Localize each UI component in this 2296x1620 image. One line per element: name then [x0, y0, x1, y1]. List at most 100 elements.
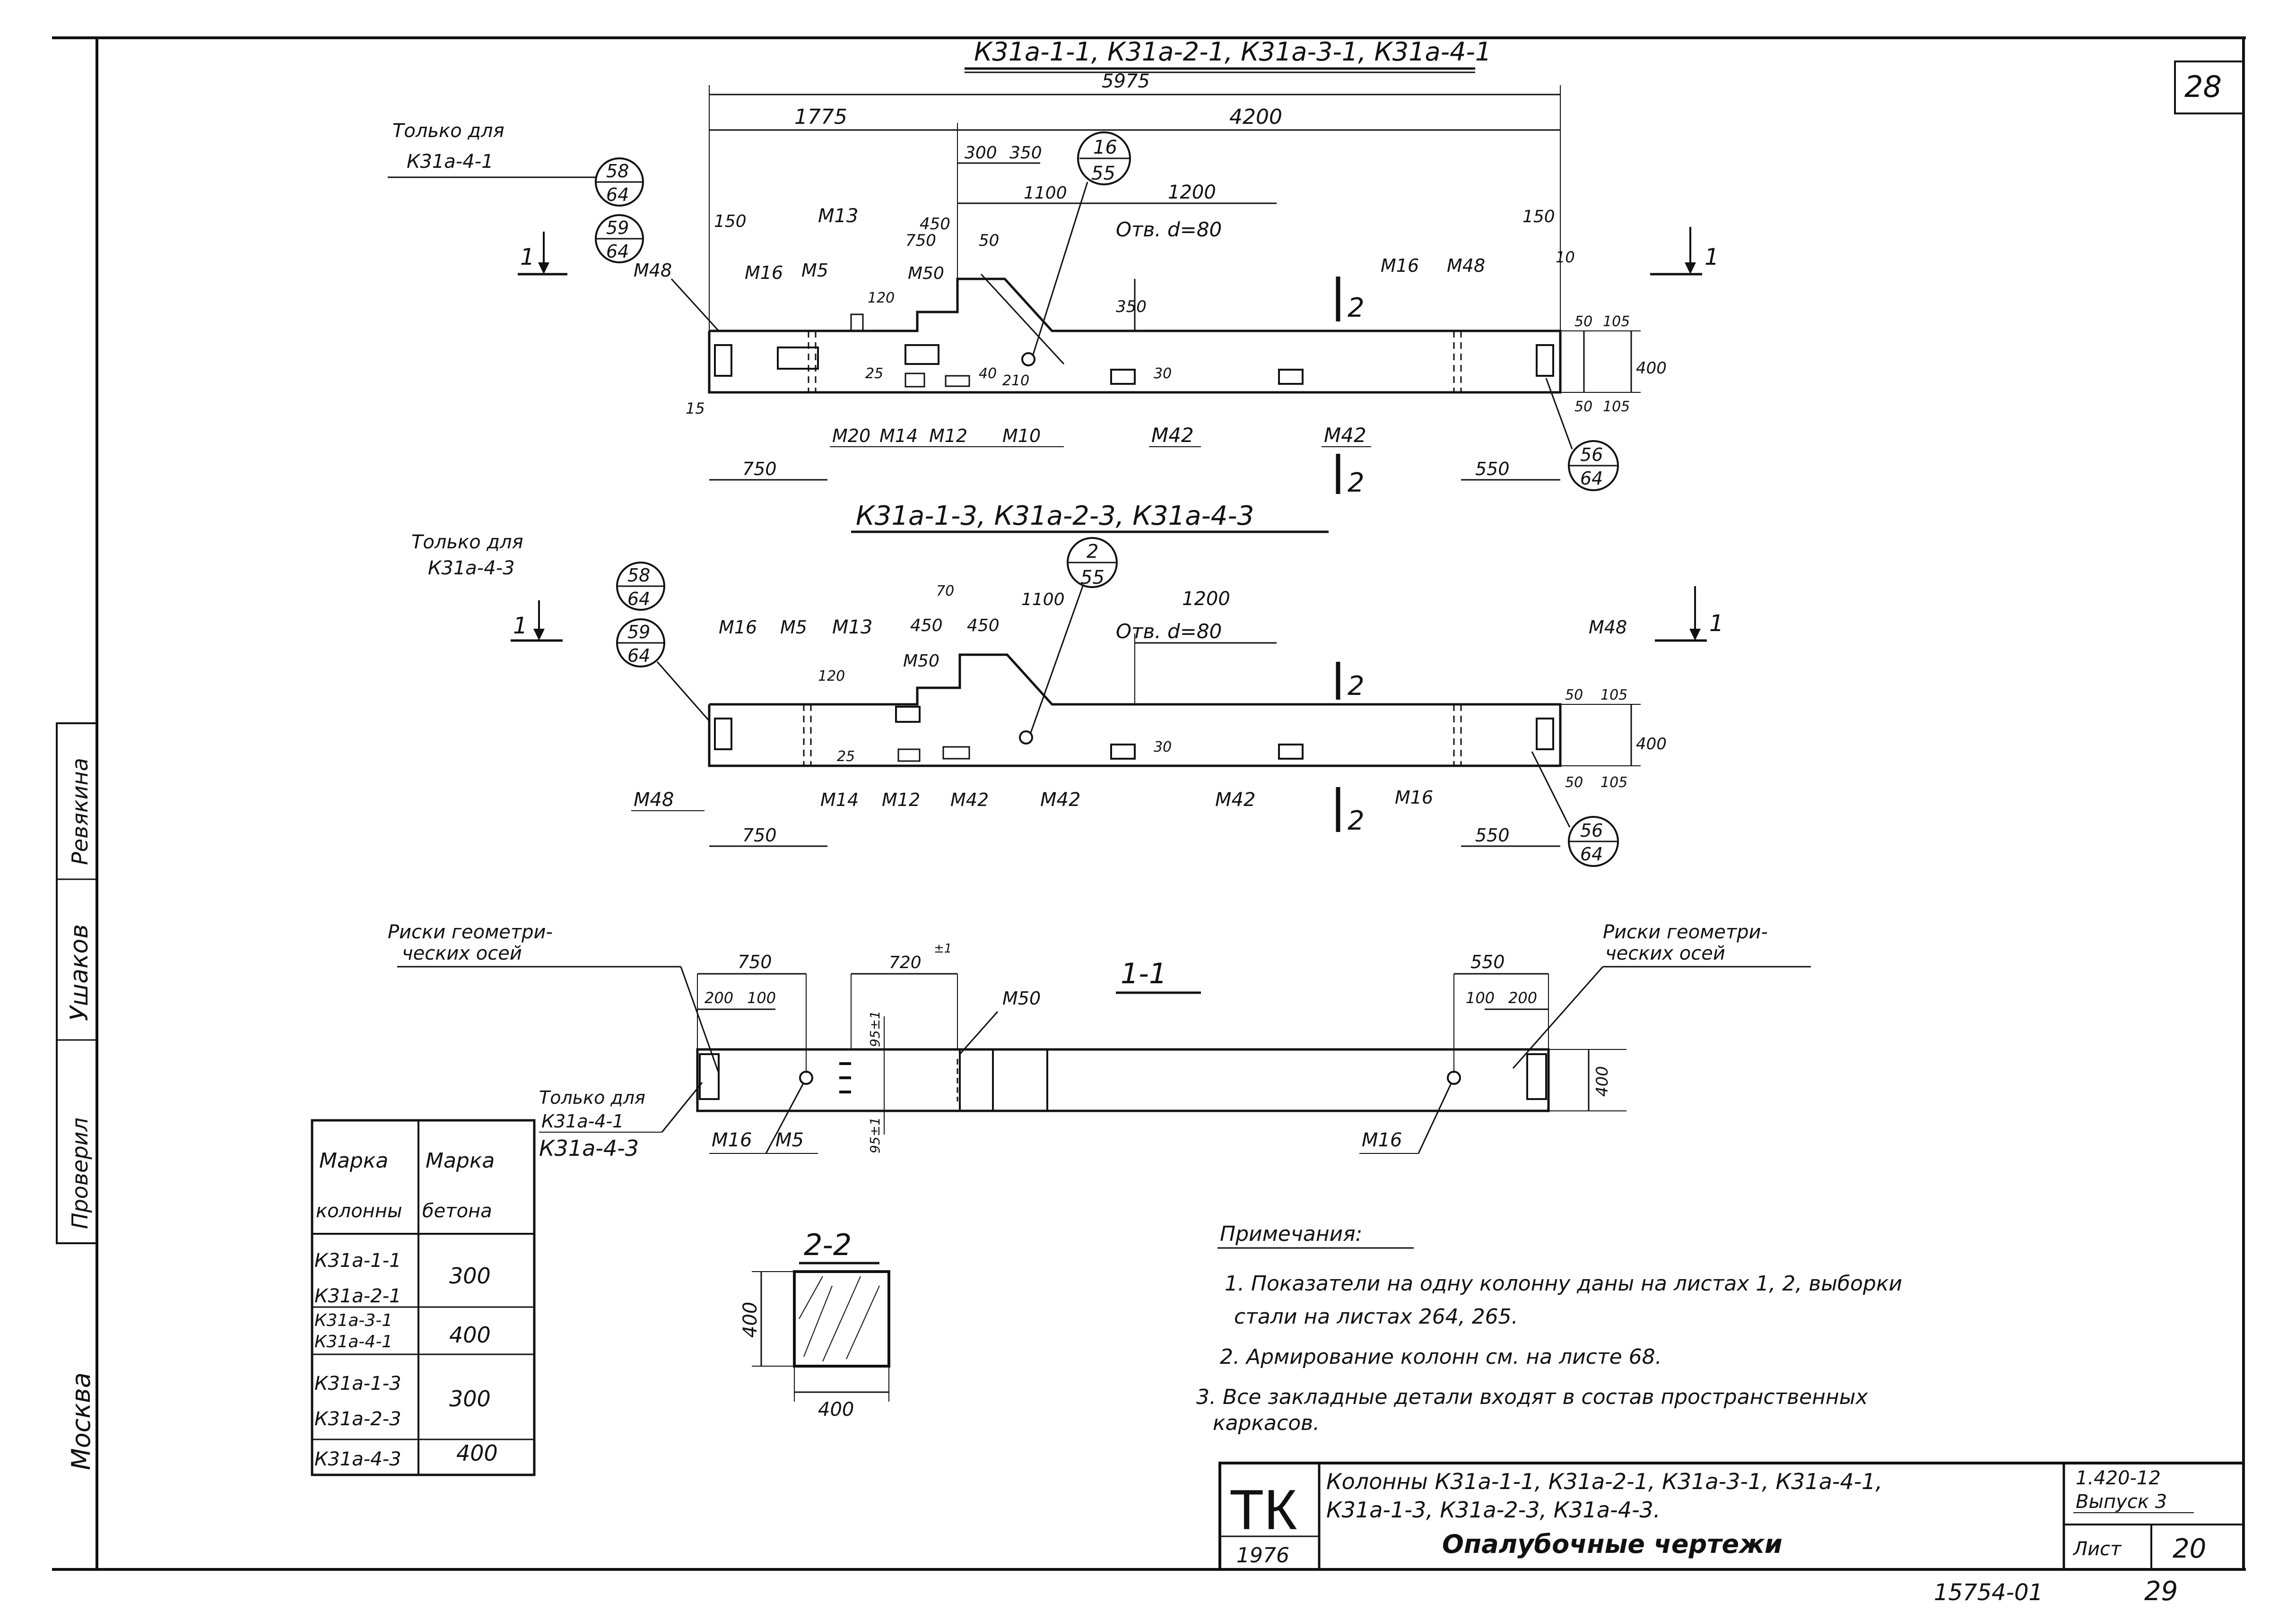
cut-1-mark-left: 1: [513, 613, 528, 639]
section-1-1: 1-1 750 200 100 720 ±1 95±1 9: [388, 921, 1811, 1161]
dim-200-right: 200: [1508, 989, 1537, 1007]
svg-text:64: 64: [606, 184, 629, 205]
mark-m50: М50: [908, 264, 944, 283]
svg-text:58: 58: [606, 161, 629, 182]
dim-105: 105: [1600, 687, 1627, 703]
svg-text:400: 400: [449, 1322, 491, 1348]
mark-m48-right: М48: [1589, 617, 1627, 638]
mark-m20: М20: [832, 425, 870, 446]
dim-50-bottom: 50: [1574, 399, 1592, 415]
dim-105: 105: [1603, 313, 1630, 330]
dim-450: 450: [920, 215, 950, 234]
mark-m42-b: М42: [1040, 789, 1080, 811]
mark-m42-b: М42: [1324, 424, 1366, 447]
title-issue: Выпуск 3: [2076, 1491, 2167, 1513]
tk-logo: ТК: [1229, 1478, 1297, 1542]
dim-100-right: 100: [1466, 989, 1495, 1007]
dim-350: 350: [1009, 143, 1042, 163]
only-for-note-line-1: Только для: [539, 1087, 645, 1108]
dim-95-top: 95±1: [867, 1011, 883, 1047]
cut-1-mark-left: 1: [520, 244, 535, 270]
dim-750-bottom: 750: [742, 459, 777, 479]
bubble-2-55: 2 55: [1067, 537, 1118, 589]
table-header-col2-line1: Марка: [426, 1149, 495, 1173]
mark-m48-right: М48: [1447, 255, 1485, 276]
risks-note-right-1: Риски геометри-: [1603, 921, 1768, 943]
mark-m13: М13: [832, 616, 872, 638]
svg-text:64: 64: [1580, 468, 1603, 489]
dim-15: 15: [686, 399, 705, 417]
hole-label: Отв. d=80: [1116, 218, 1222, 241]
note-3-line-2: каркасов.: [1213, 1411, 1320, 1435]
mark-m42-a: М42: [1151, 424, 1194, 447]
dim-25: 25: [837, 748, 855, 765]
elevation-1-title: К31а-1-1, К31а-2-1, К31а-3-1, К31а-4-1: [974, 37, 1491, 67]
page-number: 28: [2184, 69, 2222, 104]
svg-text:64: 64: [606, 241, 629, 262]
dim-1200: 1200: [1168, 182, 1216, 203]
svg-text:К31а-2-1: К31а-2-1: [314, 1285, 401, 1307]
dim-400: 400: [1593, 1066, 1612, 1097]
dim-1100: 1100: [1021, 590, 1065, 609]
mark-m16-right: М16: [1381, 255, 1419, 276]
note-1-line-1: 1. Показатели на одну колонну даны на ли…: [1225, 1272, 1902, 1296]
elevation-1-dimensions: [709, 85, 1641, 481]
svg-text:64: 64: [627, 645, 650, 666]
dim-720: 720: [889, 953, 922, 972]
mark-m5: М5: [780, 617, 807, 638]
concrete-grade-table: Марка колонны Марка бетона К31а-1-1 К31а…: [311, 1119, 536, 1476]
svg-text:56: 56: [1580, 444, 1603, 465]
title-line-2: К31а-1-3, К31а-2-3, К31а-4-3.: [1326, 1497, 1660, 1523]
dim-400-vertical: 400: [739, 1302, 761, 1338]
dim-750: 750: [742, 825, 777, 846]
dim-120: 120: [868, 290, 895, 306]
svg-text:55: 55: [1091, 163, 1115, 184]
section-2-mark-top: 2: [1348, 671, 1365, 702]
dim-450-left: 450: [910, 616, 943, 635]
table-header-col1-line1: Марка: [319, 1149, 388, 1173]
dim-150-left: 150: [714, 212, 747, 231]
cut-1-mark-right: 1: [1709, 610, 1724, 637]
dim-1200: 1200: [1182, 588, 1230, 610]
table-row: К31а-1-1 К31а-2-1 300: [314, 1250, 491, 1307]
dim-350-vertical: 350: [1116, 297, 1147, 316]
svg-text:К31а-2-3: К31а-2-3: [314, 1408, 401, 1430]
cut-1-mark-right: 1: [1705, 244, 1719, 270]
dim-1100: 1100: [1024, 183, 1067, 203]
only-for-note-line-2: К31а-4-1: [541, 1111, 624, 1132]
mark-m42-c: М42: [1215, 789, 1255, 811]
dim-450-right: 450: [967, 616, 1000, 635]
only-for-note-line-3: К31а-4-3: [539, 1135, 639, 1161]
svg-text:16: 16: [1093, 137, 1117, 158]
mark-m16-left: М16: [745, 262, 783, 283]
notes-heading: Примечания:: [1220, 1222, 1363, 1246]
dim-550: 550: [1475, 459, 1510, 479]
stamp-city: Москва: [66, 1372, 96, 1470]
bubble-56-64: 56 64: [1531, 751, 1619, 867]
dim-50-bottom: 50: [1565, 774, 1583, 791]
elevation-2-title: К31а-1-3, К31а-2-3, К31а-4-3: [856, 501, 1254, 531]
dim-50: 50: [1565, 687, 1583, 703]
dim-30: 30: [1154, 365, 1172, 382]
bubble-59-64: 59 64: [616, 618, 710, 721]
only-for-note-line-1: Только для: [392, 120, 504, 142]
title-sheet-label: Лист: [2072, 1538, 2122, 1560]
dim-300: 300: [965, 143, 997, 163]
dim-400-horizontal: 400: [818, 1399, 854, 1421]
mark-m12: М12: [882, 789, 920, 810]
svg-text:400: 400: [456, 1440, 498, 1466]
mark-m5: М5: [775, 1129, 804, 1151]
note-1-line-2: стали на листах 264, 265.: [1234, 1305, 1518, 1329]
mark-m14: М14: [820, 789, 859, 810]
dim-120: 120: [818, 668, 845, 684]
mark-m48-left: М48: [634, 260, 672, 281]
section-1-1-title: 1-1: [1121, 957, 1167, 990]
dim-210: 210: [1002, 373, 1029, 389]
mark-m16-b: М16: [1395, 787, 1433, 808]
table-row: К31а-3-1 К31а-4-1 400: [314, 1311, 491, 1351]
dim-720-tolerance: ±1: [934, 942, 952, 956]
elevation-1-column: [708, 273, 1562, 394]
dim-10: 10: [1556, 248, 1575, 266]
notes: Примечания: 1. Показатели на одну колонн…: [1196, 1222, 1902, 1435]
svg-text:59: 59: [627, 622, 650, 642]
